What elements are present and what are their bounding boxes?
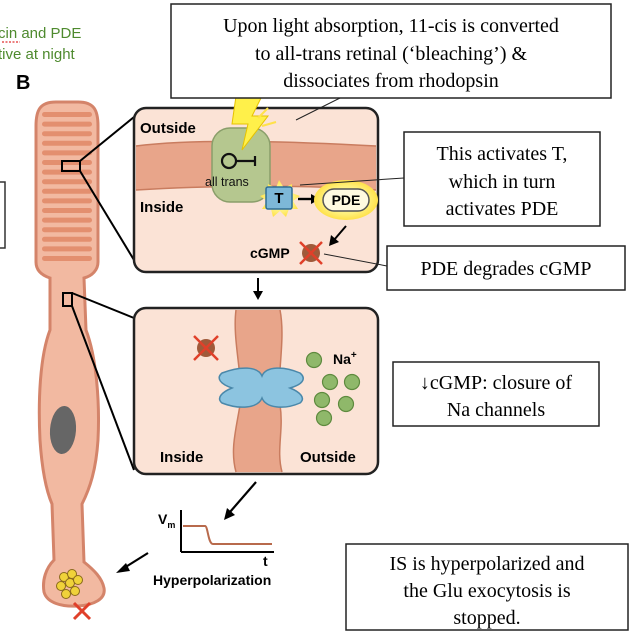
bottom-inset-inside-label: Inside (160, 449, 203, 466)
retinal-icon (220, 152, 257, 170)
top-inset-inside-label: Inside (140, 199, 183, 216)
down-arrow (253, 278, 263, 300)
disc (42, 150, 92, 156)
callout-closure-line1: ↓cGMP: closure of (420, 372, 573, 394)
callout-bleaching: Upon light absorption, 11-cis is convert… (170, 3, 612, 121)
rod-cell-body (34, 100, 106, 608)
callout-activates: This activates T, which in turn activate… (299, 131, 601, 227)
graph-y-subscript: m (167, 520, 175, 530)
callout-bleaching-line3: dissociates from rhodopsin (283, 70, 499, 92)
plasma-membrane-inset: Na+ Inside Outside (132, 306, 380, 476)
transducin-label: T (274, 190, 283, 207)
disc (42, 131, 92, 137)
disc (42, 227, 92, 233)
graph-y-label: Vm (158, 511, 175, 530)
callout-activates-line1: This activates T, (437, 143, 568, 165)
nucleus (49, 406, 77, 454)
membrane-potential-graph: Vm t Hyperpolarization (153, 510, 274, 588)
sodium-ions (305, 351, 361, 427)
disc-zoom-marker (61, 160, 81, 172)
corner-caption-line1: cin and PDE (0, 25, 81, 42)
graph-x-label: t (263, 553, 268, 569)
graph-caption: Hyperpolarization (153, 572, 271, 588)
cgmp-label: cGMP (250, 245, 290, 261)
rhodopsin (211, 127, 271, 203)
disc (42, 179, 92, 185)
light-bolt-icon (231, 95, 277, 151)
sodium-label: Na+ (333, 350, 357, 367)
bottom-inset-outside-label: Outside (300, 449, 356, 466)
disc-membrane-inset: Outside Inside all trans T PDE cGMP (132, 95, 380, 274)
zoom-lines (71, 116, 135, 471)
disc (42, 217, 92, 223)
callout-closure: ↓cGMP: closure of Na channels (392, 361, 600, 427)
panel-label: B (16, 72, 30, 94)
disc (42, 236, 92, 242)
disc (42, 112, 92, 117)
callout-closure-line2: Na channels (447, 399, 546, 421)
disc (42, 121, 92, 127)
callout-hyperpolarized-line3: stopped. (453, 607, 520, 629)
callout-activates-line3: activates PDE (446, 198, 559, 220)
release-blocked-x (72, 601, 92, 621)
membrane-zoom-marker (62, 292, 73, 307)
arrow-to-synapse (116, 552, 149, 573)
callout-hyperpolarized: IS is hyperpolarized and the Glu exocyto… (345, 543, 629, 631)
callout-bleaching-line2: to all-trans retinal (‘bleaching’) & (255, 43, 528, 65)
disc (42, 140, 92, 146)
graph-trace (183, 525, 272, 545)
disc (42, 198, 92, 204)
callout-activates-line2: which in turn (449, 171, 556, 193)
rod-cell (34, 100, 106, 621)
callout-hyperpolarized-line1: IS is hyperpolarized and (390, 553, 585, 575)
cgmp-removed-x (193, 335, 219, 361)
pde-action-arrow (329, 225, 347, 246)
transducin (265, 186, 293, 210)
pde-label: PDE (332, 192, 361, 208)
pde (322, 188, 370, 212)
sodium-symbol: Na (333, 351, 351, 367)
arrow-to-graph (224, 481, 257, 520)
top-inset-outside-label: Outside (140, 120, 196, 137)
callout-bleaching-line1: Upon light absorption, 11-cis is convert… (223, 15, 559, 37)
callout-hyperpolarized-line2: the Glu exocytosis is (403, 580, 570, 602)
disc (42, 246, 92, 252)
disc (42, 188, 92, 194)
callout-degrades: PDE degrades cGMP (323, 245, 626, 291)
disc-stack (42, 112, 92, 261)
disc (42, 256, 92, 261)
retinal-label: all trans (205, 175, 249, 189)
disc (42, 208, 92, 213)
cropped-bracket (0, 181, 6, 249)
sodium-channel (218, 367, 304, 408)
sodium-charge: + (351, 350, 357, 361)
cgmp-degraded-x (299, 241, 323, 265)
synaptic-vesicles (56, 569, 83, 599)
callout-degrades-line1: PDE degrades cGMP (420, 258, 591, 280)
corner-caption-line2: tive at night (0, 46, 76, 63)
